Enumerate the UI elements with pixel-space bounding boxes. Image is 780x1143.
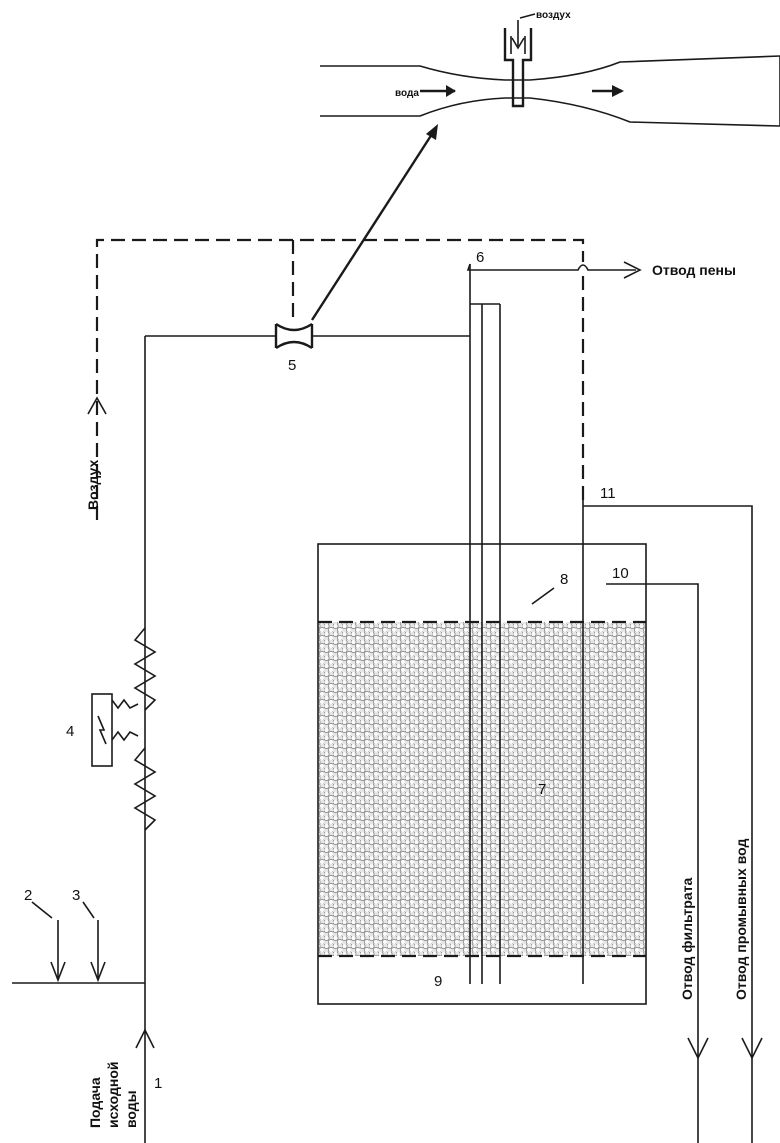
ejector-detail: воздух вода xyxy=(320,10,780,126)
air-dashed-lines: Воздух xyxy=(85,240,583,520)
ejector-water-label: вода xyxy=(395,88,419,99)
ejector-outflow-arrowhead xyxy=(612,85,624,97)
label-10: 10 xyxy=(612,565,629,582)
ejector-throat xyxy=(276,324,312,348)
ejector-symbol: 5 xyxy=(276,324,312,374)
label-1: 1 xyxy=(154,1075,162,1092)
electrode-lead-bottom xyxy=(112,732,138,740)
wash-water-outlet-label: Отвод промывных вод xyxy=(733,839,749,1000)
raw-water-label-3: воды xyxy=(123,1090,139,1128)
foam-outlet-pipe xyxy=(468,264,636,270)
detail-leader-arrowhead xyxy=(426,124,438,140)
label-9: 9 xyxy=(434,973,442,990)
label-7: 7 xyxy=(538,781,546,798)
air-line-main xyxy=(97,240,583,520)
label-3: 3 xyxy=(72,887,80,904)
foam-outlet-label: Отвод пены xyxy=(652,262,736,278)
ejector-air-leader xyxy=(520,14,535,18)
label-11: 11 xyxy=(600,485,616,502)
label-5: 5 xyxy=(288,357,296,374)
label-2: 2 xyxy=(24,887,32,904)
air-vertical-label: Воздух xyxy=(85,460,101,510)
leader-3 xyxy=(83,902,94,918)
detail-leader-arrow xyxy=(312,134,432,320)
leader-8 xyxy=(532,588,554,604)
leader-2 xyxy=(32,902,52,918)
label-4: 4 xyxy=(66,723,74,740)
ejector-body-top-outline xyxy=(320,56,780,80)
raw-water-label-1: Подача xyxy=(87,1077,103,1128)
label-8: 8 xyxy=(560,571,568,588)
filtrate-outlet-label: Отвод фильтрата xyxy=(679,878,695,1000)
power-supply-bolt-icon xyxy=(98,716,106,744)
label-6: 6 xyxy=(476,249,484,266)
ejector-air-label: воздух xyxy=(536,10,571,21)
ejector-water-arrowhead xyxy=(446,85,456,97)
filter-tank: 6 Отвод пены 8 7 9 xyxy=(318,249,736,1004)
raw-water-label-2: исходной xyxy=(105,1061,121,1128)
ejector-body-bottom-outline xyxy=(320,98,780,126)
electrode-lead-top xyxy=(112,700,138,708)
electro-unit: 4 xyxy=(66,628,155,830)
